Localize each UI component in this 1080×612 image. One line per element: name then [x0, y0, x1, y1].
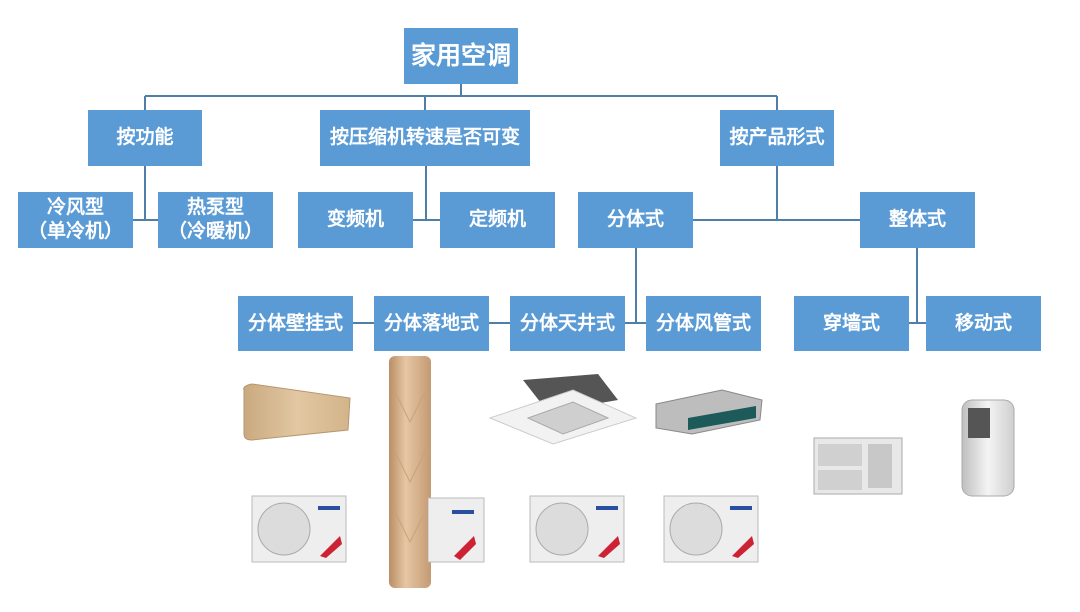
node-through-wall: 穿墙式	[794, 296, 909, 351]
node-split: 分体式	[578, 192, 693, 248]
outdoor-unit-image	[529, 495, 625, 563]
node-by-function: 按功能	[88, 110, 202, 166]
floor-standing-unit-image	[389, 356, 431, 588]
window-unit-image	[813, 437, 903, 495]
ceiling-cassette-image	[488, 374, 638, 445]
node-split-ceiling: 分体天井式	[510, 296, 625, 351]
node-portable: 移动式	[926, 296, 1041, 351]
node-split-wall: 分体壁挂式	[238, 296, 353, 351]
node-by-form: 按产品形式	[720, 110, 834, 166]
node-integral: 整体式	[860, 192, 975, 248]
outdoor-unit-image	[663, 495, 759, 563]
outdoor-unit-image	[251, 495, 347, 563]
node-split-floor: 分体落地式	[374, 296, 489, 351]
node-fixed-speed: 定频机	[440, 192, 555, 248]
node-heat-pump: 热泵型 （冷暖机）	[158, 192, 273, 248]
wall-mounted-unit-image	[243, 383, 351, 441]
node-cooling-only: 冷风型 （单冷机）	[18, 192, 133, 248]
root-node: 家用空调	[404, 28, 518, 84]
node-split-duct: 分体风管式	[646, 296, 761, 351]
node-inverter: 变频机	[298, 192, 413, 248]
portable-unit-image	[961, 399, 1015, 497]
ducted-unit-image	[655, 389, 763, 435]
outdoor-unit-image	[428, 497, 485, 563]
node-by-compressor: 按压缩机转速是否可变	[320, 110, 530, 166]
